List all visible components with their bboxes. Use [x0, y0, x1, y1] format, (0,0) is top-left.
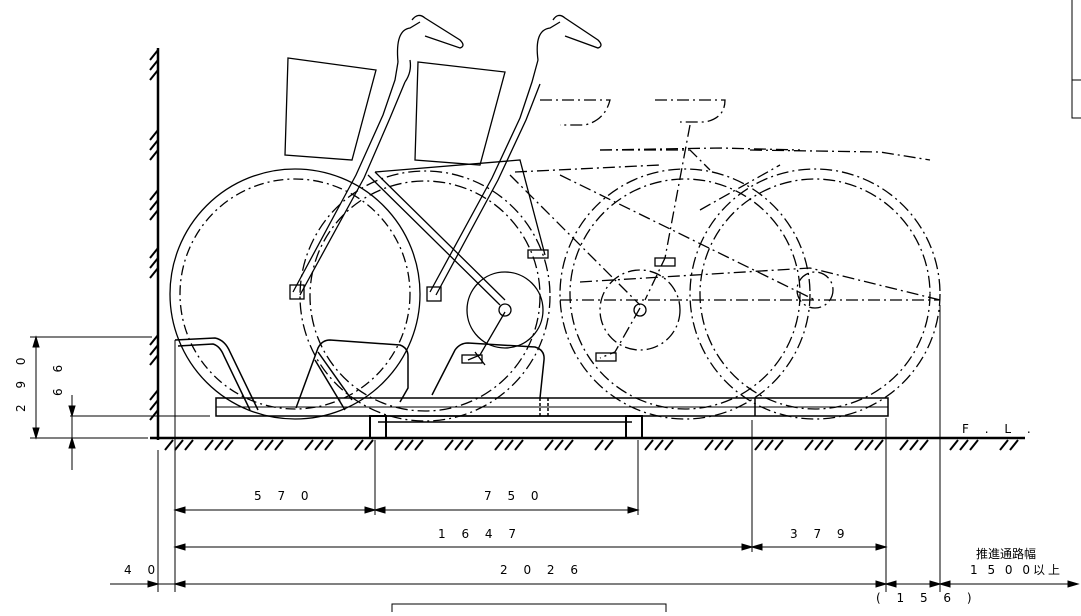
dim-40: 4 0 [124, 563, 161, 577]
dim-2026: 2 0 2 6 [500, 563, 584, 577]
extension-lines [30, 305, 941, 592]
floor-level-label: F . L . [962, 422, 1037, 436]
bicycle-1 [169, 14, 546, 420]
dim-1647: 1 6 4 7 [438, 527, 522, 541]
wheel-guides [174, 337, 545, 411]
floor [150, 436, 1025, 451]
wall [149, 48, 160, 440]
dim-290: 2 9 0 [14, 351, 28, 412]
dim-379: 3 7 9 [790, 527, 851, 541]
aisle-width-value: 1 5 0 0以上 [970, 563, 1063, 577]
dim-570: 5 7 0 [254, 489, 315, 503]
dimension-lines [32, 335, 1080, 588]
sheet-frame-fragments [391, 0, 1081, 612]
dim-156: ( 1 5 6 ) [876, 591, 978, 605]
dim-750: 7 5 0 [484, 489, 545, 503]
bicycle-3 [559, 99, 816, 420]
dim-66: 6 6 [51, 359, 65, 396]
rack-base [215, 397, 889, 439]
aisle-width-title: 推進通路幅 [976, 546, 1036, 561]
bicycle-2 [299, 14, 661, 422]
bicycle-4 [560, 149, 941, 420]
